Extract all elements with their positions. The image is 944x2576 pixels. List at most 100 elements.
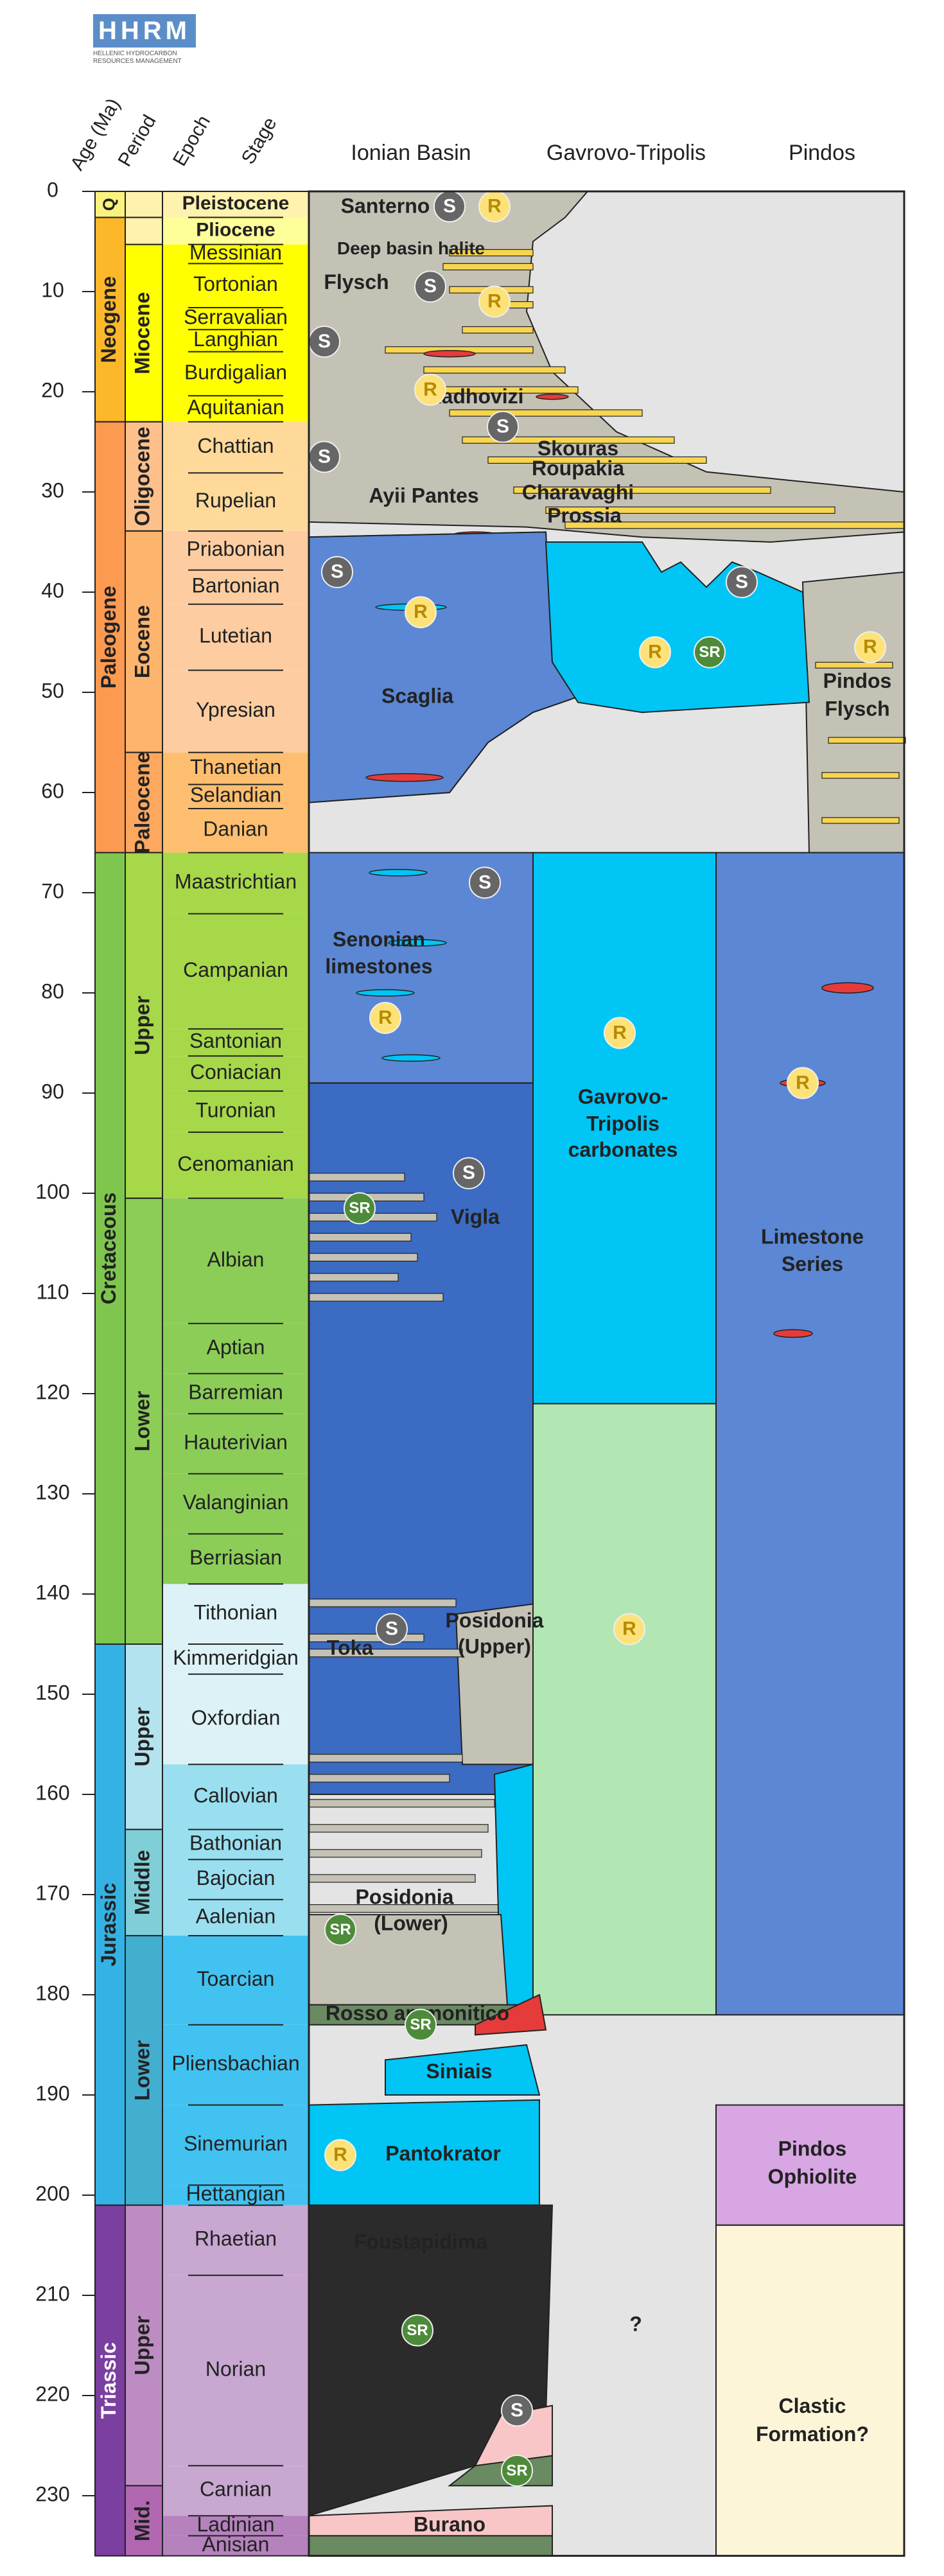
stage-label-28: Berriasian — [189, 1546, 282, 1569]
stage-cell-20 — [162, 1056, 309, 1091]
sand-layer-12 — [545, 506, 835, 514]
source_rock-marker-label-2: SR — [329, 1921, 351, 1938]
label-posidonia-upper-1: Posidonia — [446, 1609, 544, 1632]
period-label-0: Q — [99, 198, 118, 211]
epoch-cell-0 — [125, 191, 163, 218]
stage-label-17: Maastrichtian — [175, 870, 297, 893]
stage-cell-18 — [162, 913, 309, 1030]
vigla-shale-bed-5 — [308, 1273, 399, 1282]
stage-cell-37 — [162, 2024, 309, 2105]
stage-cell-3 — [162, 263, 309, 308]
seal-marker-label-7: S — [478, 872, 491, 893]
sand-layer-8 — [449, 409, 643, 417]
seal-marker-10 — [501, 2394, 533, 2427]
reservoir-marker-3 — [405, 596, 437, 629]
stage-cell-39 — [162, 2185, 309, 2205]
age-tick-label-23: 230 — [35, 2482, 69, 2505]
label-siniais: Siniais — [426, 2060, 492, 2083]
stage-label-12: Lutetian — [199, 624, 272, 647]
age-tick-label-4: 40 — [41, 579, 64, 602]
stage-label-14: Thanetian — [190, 755, 281, 778]
epoch-label-5: Paleocene — [130, 751, 153, 853]
stage-cell-24 — [162, 1323, 309, 1374]
stage-cell-2 — [162, 244, 309, 264]
stage-cell-31 — [162, 1674, 309, 1765]
stage-label-35: Aalenian — [196, 1904, 276, 1927]
label-limestone-2: Series — [782, 1252, 843, 1275]
reservoir-marker-label-6: R — [378, 1007, 392, 1028]
seal-marker-label-1: S — [424, 276, 437, 297]
pindos-sand-layer-1 — [828, 737, 906, 744]
seal-marker-7 — [469, 866, 501, 899]
stage-cell-5 — [162, 329, 309, 352]
sand-layer-1 — [442, 263, 534, 270]
epoch-cell-1 — [125, 216, 163, 245]
stage-cell-40 — [162, 2205, 309, 2275]
stage-label-27: Valanginian — [183, 1491, 289, 1514]
seal-marker-label-8: S — [462, 1162, 475, 1184]
epoch-label-2: Miocene — [130, 292, 153, 374]
source_rock-marker-1 — [344, 1192, 376, 1225]
age-tick-label-12: 120 — [35, 1380, 69, 1403]
stage-label-25: Barremian — [188, 1380, 283, 1403]
label-deep-basin-halite: Deep basin halite — [337, 238, 485, 258]
stage-cell-29 — [162, 1584, 309, 1644]
label-gavrovo-3: carbonates — [568, 1138, 678, 1161]
vigla-shale-bed-0 — [308, 1173, 405, 1182]
label-pindos-ophiolite-1: Pindos — [778, 2137, 847, 2160]
source_rock-marker-4 — [401, 2314, 433, 2347]
epoch-cell-8 — [125, 1643, 163, 1830]
seal-marker-label-5: S — [331, 561, 344, 583]
label-unknown: ? — [629, 2312, 642, 2335]
label-scaglia: Scaglia — [381, 684, 453, 707]
header-age: Age (Ma) — [67, 95, 125, 174]
label-pindos-flysch-2: Flysch — [825, 697, 889, 721]
pindos-sand-layer-2 — [821, 772, 900, 779]
epoch-cell-3 — [125, 421, 163, 532]
stage-label-39: Hettangian — [186, 2182, 286, 2205]
stage-cell-10 — [162, 530, 309, 570]
stage-label-43: Ladinian — [197, 2512, 275, 2536]
age-tick-label-13: 130 — [35, 1480, 69, 1503]
label-pantokrator: Pantokrator — [385, 2142, 501, 2165]
stage-label-36: Toarcian — [197, 1967, 275, 1990]
reservoir-marker-label-1: R — [487, 291, 502, 312]
label-clastic-2: Formation? — [756, 2423, 869, 2446]
stage-cell-25 — [162, 1373, 309, 1414]
anisian-sage-unit — [308, 2535, 553, 2557]
source_rock-marker-2 — [324, 1913, 356, 1946]
stage-label-8: Chattian — [197, 434, 274, 457]
age-tick-label-14: 140 — [35, 1581, 69, 1604]
seal-marker-9 — [376, 1613, 408, 1645]
neogene-paleogene-clastic-unit — [308, 191, 905, 543]
epoch-label-12: Mid. — [130, 2500, 153, 2541]
label-roupakia: Roupakia — [532, 457, 624, 480]
source_rock-marker-label-1: SR — [349, 1200, 370, 1217]
age-tick-label-2: 20 — [41, 378, 64, 401]
stage-cell-13 — [162, 670, 309, 753]
seal-marker-8 — [453, 1157, 485, 1189]
red-lens-limestone-series-1 — [821, 982, 874, 994]
age-tick-label-8: 80 — [41, 979, 64, 1003]
source_rock-marker-0 — [694, 636, 726, 669]
jurassic-shale-bed-8 — [308, 1874, 476, 1883]
seal-marker-4 — [487, 410, 519, 443]
cyan-lens-senonian-3 — [381, 1054, 441, 1062]
reservoir-marker-label-9: R — [622, 1618, 636, 1640]
label-prossia: Prossia — [547, 504, 622, 527]
label-pindos-ophiolite-2: Ophiolite — [768, 2165, 857, 2188]
stage-label-9: Rupelian — [195, 489, 276, 512]
cyan-lens-senonian-1 — [388, 939, 447, 947]
age-tick-label-19: 190 — [35, 2081, 69, 2105]
header-stage: Stage — [238, 114, 281, 168]
stage-cell-22 — [162, 1132, 309, 1198]
age-tick-label-6: 60 — [41, 779, 64, 802]
red-lens-limestone-series-3 — [773, 1329, 813, 1338]
stage-label-44: Anisian — [202, 2532, 270, 2555]
epoch-label-3: Oligocene — [130, 426, 153, 526]
basin-frame — [308, 190, 905, 2557]
stage-cell-32 — [162, 1764, 309, 1830]
epoch-cell-6 — [125, 852, 163, 1199]
epoch-label-11: Upper — [130, 2316, 153, 2375]
